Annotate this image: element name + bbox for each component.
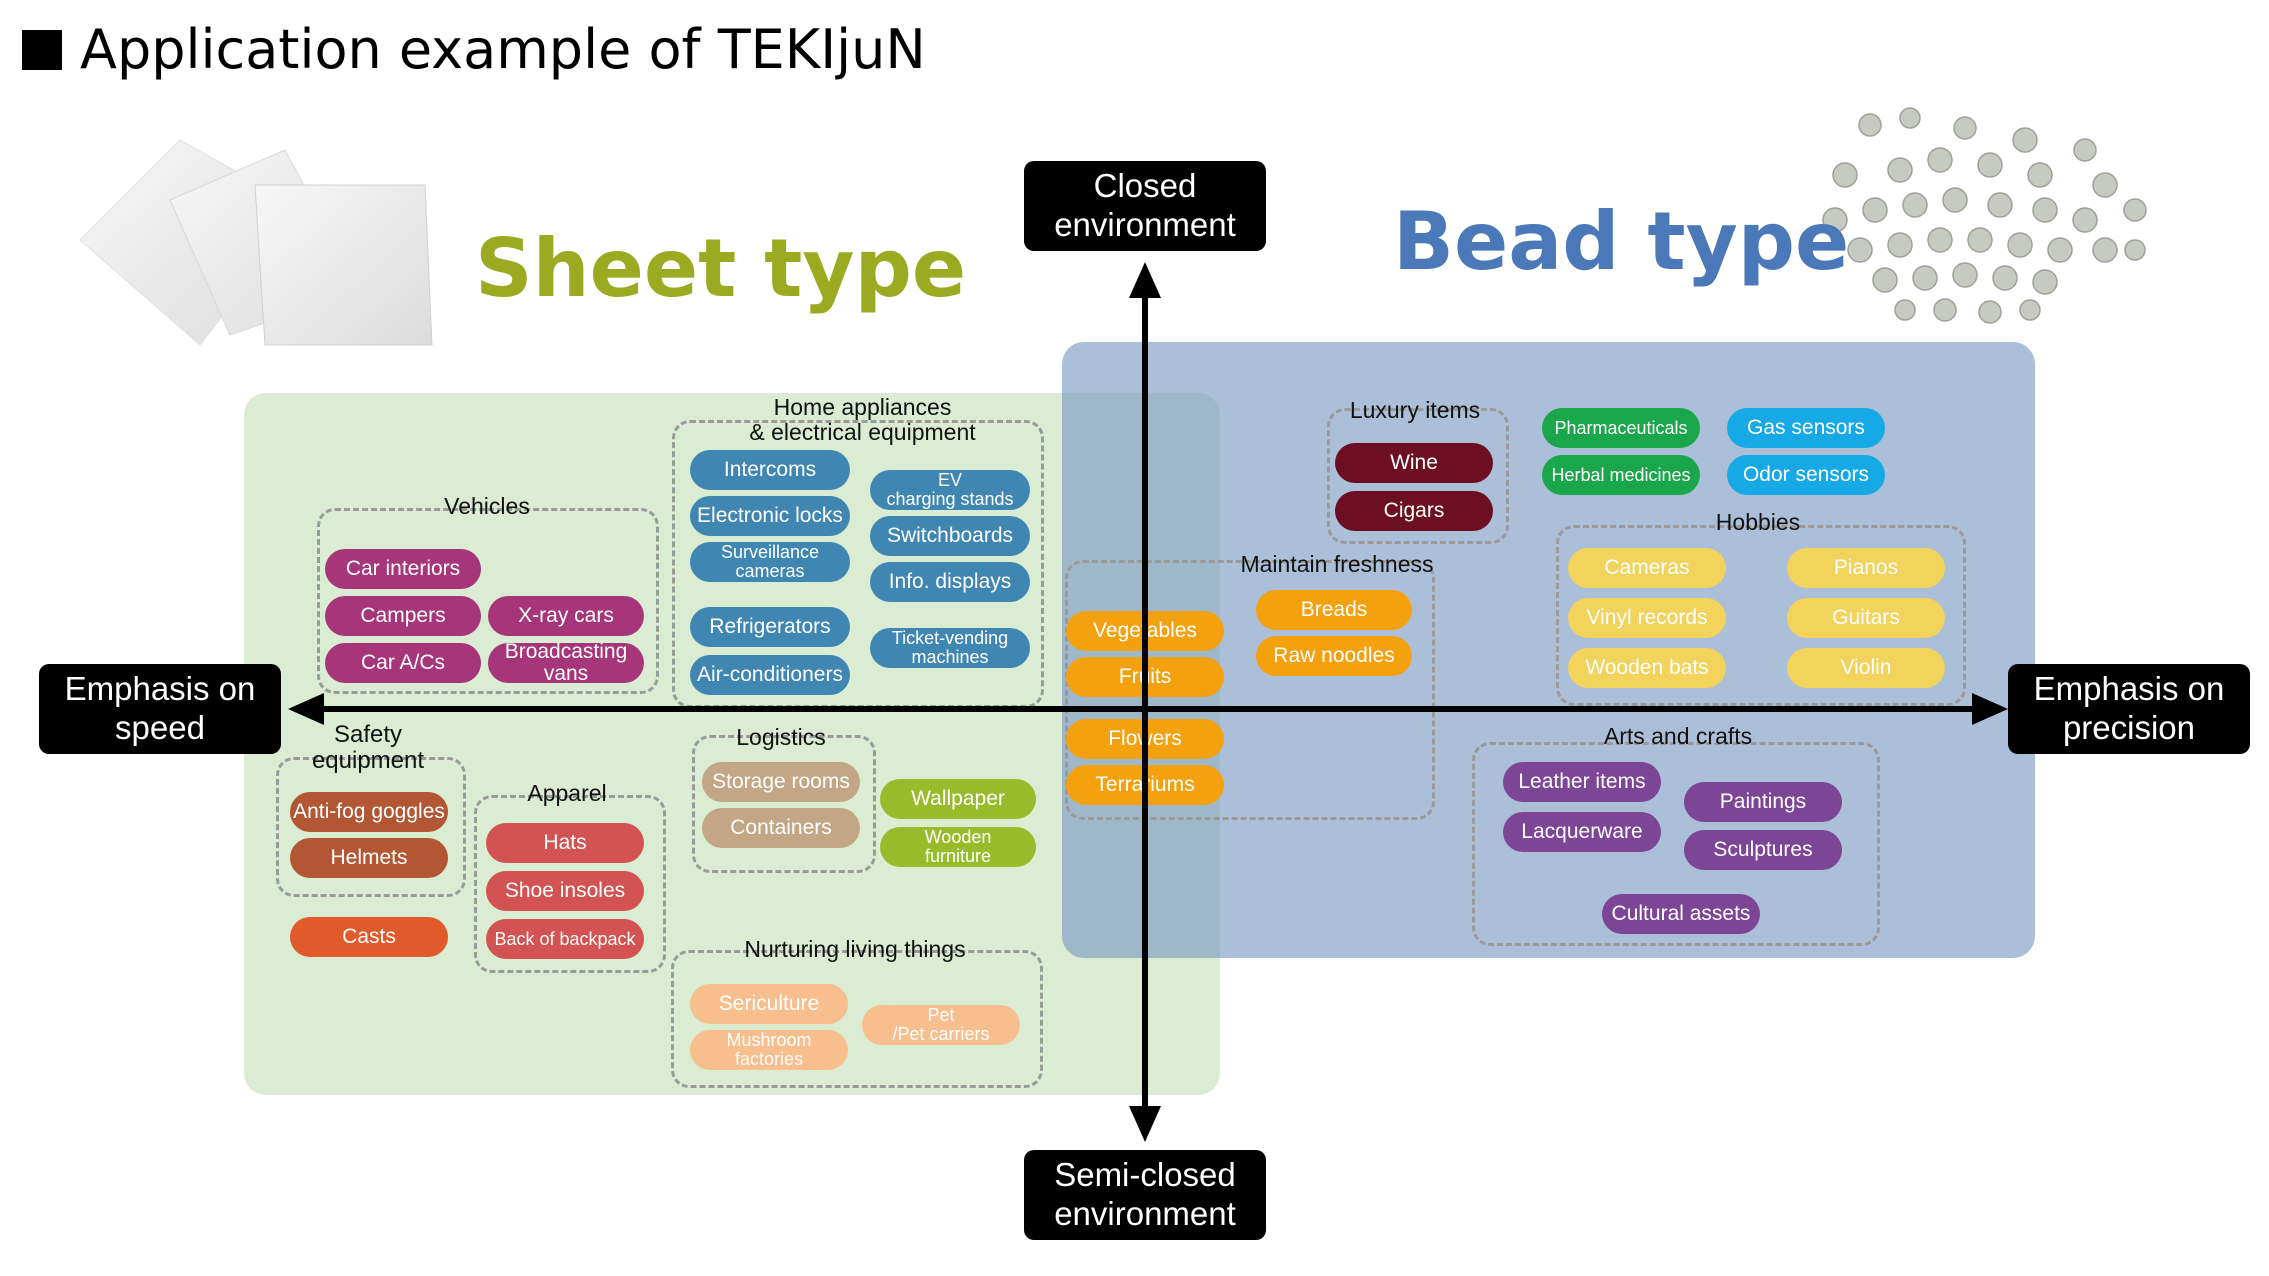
bead-illustration [1822, 107, 2147, 324]
page-title-row: Application example of TEKIjuN [22, 18, 926, 81]
axis-label-speed: Emphasis on speed [39, 664, 281, 754]
pill-air-conditioners: Air-conditioners [690, 655, 850, 695]
pill-leather-items: Leather items [1503, 762, 1661, 802]
pill-pharmaceuticals: Pharmaceuticals [1542, 408, 1700, 448]
apparel-title: Apparel [527, 780, 607, 806]
pill-car-acs: Car A/Cs [325, 643, 481, 683]
pill-xray-cars: X-ray cars [488, 596, 644, 636]
pill-gas-sensors: Gas sensors [1727, 408, 1885, 448]
pill-sericulture: Sericulture [690, 984, 848, 1024]
pill-wooden-bats: Wooden bats [1568, 648, 1726, 688]
pill-pianos: Pianos [1787, 548, 1945, 588]
page-title: Application example of TEKIjuN [80, 18, 926, 81]
pill-cigars: Cigars [1335, 491, 1493, 531]
pill-raw-noodles: Raw noodles [1256, 636, 1412, 676]
pill-guitars: Guitars [1787, 598, 1945, 638]
pill-violin: Violin [1787, 648, 1945, 688]
hobbies-group [1556, 525, 1966, 706]
freshness-title: Maintain freshness [1240, 551, 1434, 577]
pill-ev-charging-stands: EV charging stands [870, 470, 1030, 510]
pill-refrigerators: Refrigerators [690, 607, 850, 647]
arts-group [1472, 742, 1880, 946]
safety-equipment-title: Safety equipment [311, 721, 425, 775]
axis-label-closed: Closed environment [1024, 161, 1266, 251]
pill-car-interiors: Car interiors [325, 549, 481, 589]
safety-equipment-group [276, 757, 466, 897]
bead-type-label: Bead type [1393, 195, 1850, 288]
axis-label-precision: Emphasis on precision [2008, 664, 2250, 754]
logistics-group [692, 735, 876, 873]
logistics-title: Logistics [736, 724, 826, 750]
luxury-group [1327, 408, 1509, 544]
luxury-title: Luxury items [1349, 397, 1481, 423]
pill-wallpaper: Wallpaper [880, 779, 1036, 819]
pill-cultural-assets: Cultural assets [1602, 894, 1760, 934]
pill-lacquerware: Lacquerware [1503, 812, 1661, 852]
freshness-group [1065, 560, 1435, 820]
pill-hats: Hats [486, 823, 644, 863]
pill-anti-fog-goggles: Anti-fog goggles [290, 792, 448, 832]
pill-intercoms: Intercoms [690, 450, 850, 490]
pill-switchboards: Switchboards [870, 516, 1030, 556]
pill-mushroom-factories: Mushroom factories [690, 1030, 848, 1070]
sheet-type-label: Sheet type [475, 222, 967, 315]
pill-storage-rooms: Storage rooms [702, 762, 860, 802]
pill-containers: Containers [702, 808, 860, 848]
left-arrow-icon [288, 693, 324, 725]
pill-electronic-locks: Electronic locks [690, 496, 850, 536]
sheet-illustration [79, 139, 433, 346]
vehicles-title: Vehicles [444, 493, 530, 519]
up-arrow-icon [1129, 262, 1161, 298]
pill-surveillance-cameras: Surveillance cameras [690, 542, 850, 582]
axis-label-semi-closed: Semi-closed environment [1024, 1150, 1266, 1240]
pill-cameras: Cameras [1568, 548, 1726, 588]
nurturing-group [671, 950, 1043, 1088]
pill-herbal-medicines: Herbal medicines [1542, 455, 1700, 495]
apparel-group [474, 795, 666, 973]
pill-vinyl-records: Vinyl records [1568, 598, 1726, 638]
pill-back-of-backpack: Back of backpack [486, 919, 644, 959]
vehicles-group [317, 508, 659, 694]
pill-broadcasting-vans: Broadcasting vans [488, 643, 644, 683]
pill-wooden-furniture: Wooden furniture [880, 827, 1036, 867]
pill-shoe-insoles: Shoe insoles [486, 871, 644, 911]
right-arrow-icon [1972, 693, 2008, 725]
pill-campers: Campers [325, 596, 481, 636]
pill-pet-carriers: Pet /Pet carriers [862, 1005, 1020, 1045]
pill-info-displays: Info. displays [870, 562, 1030, 602]
home-appliances-title: Home appliances & electrical equipment [749, 394, 976, 446]
title-square-icon [22, 29, 62, 70]
pill-odor-sensors: Odor sensors [1727, 455, 1885, 495]
pill-paintings: Paintings [1684, 782, 1842, 822]
hobbies-title: Hobbies [1715, 509, 1801, 535]
pill-wine: Wine [1335, 443, 1493, 483]
nurturing-title: Nurturing living things [744, 936, 966, 962]
pill-breads: Breads [1256, 590, 1412, 630]
pill-sculptures: Sculptures [1684, 830, 1842, 870]
pill-casts: Casts [290, 917, 448, 957]
arts-title: Arts and crafts [1603, 723, 1753, 749]
pill-ticket-vending-machines: Ticket-vending machines [870, 628, 1030, 668]
pill-helmets: Helmets [290, 838, 448, 878]
down-arrow-icon [1129, 1106, 1161, 1142]
